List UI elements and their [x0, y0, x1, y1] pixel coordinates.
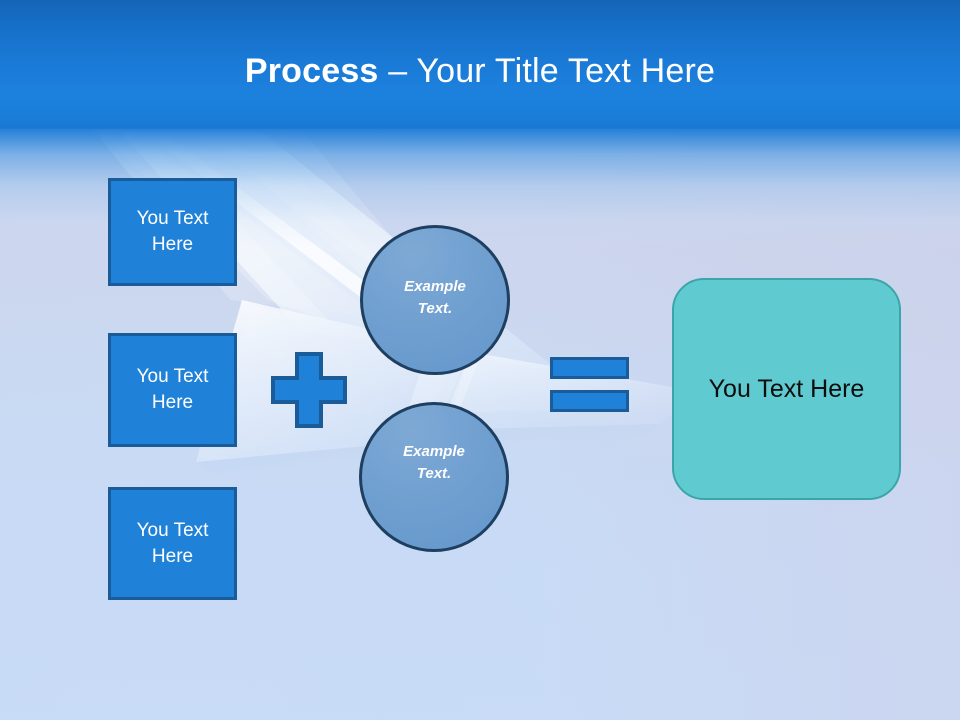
- process-circle-1-line1: Example: [404, 278, 466, 295]
- process-circle-2-line2: Text.: [416, 465, 452, 482]
- result-box[interactable]: You Text Here: [672, 278, 901, 500]
- process-circle-1-line2: Text.: [417, 300, 453, 317]
- input-box-2[interactable]: You Text Here: [108, 333, 237, 447]
- page-title-rest: – Your Title Text Here: [378, 52, 716, 90]
- header-band: [0, 0, 960, 129]
- input-box-1[interactable]: You Text Here: [108, 178, 237, 286]
- page-title: Process – Your Title Text Here: [0, 50, 960, 92]
- input-box-3[interactable]: You Text Here: [108, 487, 237, 600]
- page-title-strong: Process: [244, 52, 379, 90]
- plus-icon: [271, 352, 347, 428]
- process-circle-2-line1: Example: [403, 443, 465, 460]
- input-box-2-label: You Text Here: [136, 366, 209, 413]
- equals-icon-bar-bottom: [550, 390, 629, 412]
- equals-icon-bar-top: [550, 357, 629, 379]
- result-box-label: You Text Here: [708, 375, 865, 403]
- equals-icon: [550, 357, 629, 412]
- input-box-1-label: You Text Here: [136, 208, 209, 255]
- input-box-3-label: You Text Here: [136, 519, 209, 567]
